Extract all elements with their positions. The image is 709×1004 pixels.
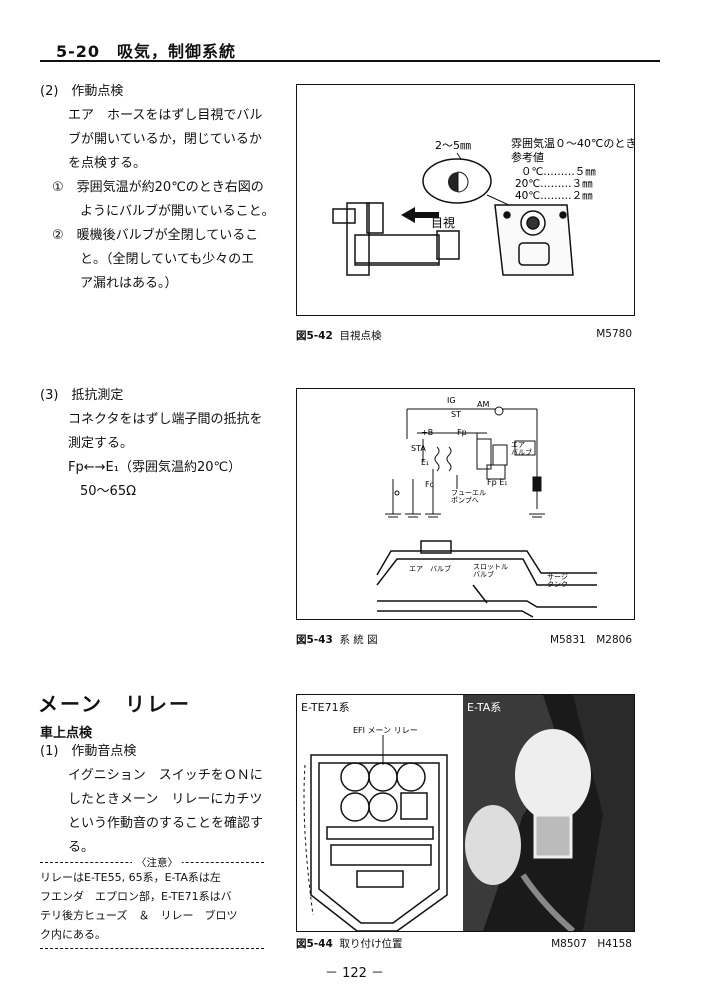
intake-drawing bbox=[376, 540, 597, 618]
section-2-line: を点検する。 bbox=[68, 156, 147, 171]
view-arrow-icon bbox=[401, 207, 439, 223]
figure-5-42-code: M5780 bbox=[596, 328, 632, 340]
section-2-line: エア ホースをはずし目視でバル bbox=[68, 108, 263, 123]
label-surge-tank: サージタンク bbox=[547, 573, 568, 589]
drawing-label-e-te71: E-TE71系 bbox=[301, 701, 350, 714]
system-diagram: IG AM ST +B Fp STA E₁ Fc エアバルブ Fp E₁ フュー… bbox=[376, 396, 597, 618]
relay-section-title: メーン リレー bbox=[38, 692, 191, 716]
figure-5-42-caption: 図5-42 目視点検 bbox=[296, 328, 381, 343]
note-line: ク内にある。 bbox=[40, 928, 106, 941]
note-line: リレーはE-TE55, 65系，E-TA系は左 bbox=[40, 871, 221, 884]
efi-relay-label: EFI メーン リレー bbox=[353, 726, 418, 735]
label-am: AM bbox=[477, 400, 489, 409]
caption-number: 図5-43 bbox=[296, 634, 333, 646]
relay-line: イグニション スイッチをＯＮに bbox=[68, 768, 263, 783]
section-2-line: ブが開いているか，閉じているか bbox=[68, 132, 262, 147]
caption-text: 取り付け位置 bbox=[339, 938, 403, 950]
air-valve-drawing bbox=[332, 202, 460, 276]
note-title: 〈注意〉 bbox=[132, 855, 182, 870]
figure-5-42: 目視 2～5㎜ 雰囲気温０～40℃のとき 参考値 ０℃………５㎜ 20℃………３… bbox=[296, 84, 636, 316]
relay-line: したときメーン リレーにカチツ bbox=[68, 792, 263, 807]
section-2-item-2: ② 暖機後バルブが全閉しているこ bbox=[52, 228, 259, 243]
figure-5-44-caption: 図5-44 取り付け位置 bbox=[296, 936, 402, 951]
ref-row: 20℃………３㎜ bbox=[515, 178, 593, 190]
figure-5-43: IG AM ST +B Fp STA E₁ Fc エアバルブ Fp E₁ フュー… bbox=[296, 388, 635, 620]
relay-line: という作動音のすることを確認す bbox=[68, 816, 264, 831]
label-e1: E₁ bbox=[421, 458, 429, 467]
page-header-title: 5-20 吸気，制御系統 bbox=[56, 42, 237, 61]
label-fp: Fp bbox=[457, 428, 467, 437]
section-2-item-2-cont: ア漏れはある。） bbox=[80, 276, 178, 291]
photo-label-e-ta: E-TA系 bbox=[467, 701, 502, 714]
label-fp-e1: Fp E₁ bbox=[487, 478, 507, 487]
gap-label: 2～5㎜ bbox=[435, 139, 471, 152]
ref-row: ０℃………５㎜ bbox=[521, 166, 596, 178]
caption-number: 図5-42 bbox=[296, 330, 333, 342]
page-number: － 122 － bbox=[324, 966, 385, 981]
label-air-valve-2: エア バルブ bbox=[409, 564, 451, 573]
caption-number: 図5-44 bbox=[296, 938, 333, 950]
ref-sub: 参考値 bbox=[511, 150, 544, 164]
section-3-formula: Fp←→E₁（雰囲気温約20℃） bbox=[68, 460, 242, 475]
note-rule-bottom bbox=[40, 948, 264, 949]
section-3-value: 50～65Ω bbox=[80, 484, 137, 499]
section-3-line: 測定する。 bbox=[68, 436, 134, 451]
section-2-heading: (2) 作動点検 bbox=[40, 84, 124, 99]
figure-5-43-caption: 図5-43 系 統 図 bbox=[296, 632, 378, 647]
label-ig: IG bbox=[447, 396, 456, 405]
label-fc: Fc bbox=[425, 480, 434, 489]
relay-section-sub: 車上点検 bbox=[40, 726, 93, 741]
label-throttle: スロットルバルブ bbox=[473, 563, 508, 579]
figure-5-44-code: M8507 H4158 bbox=[551, 938, 632, 950]
view-label: 目視 bbox=[431, 215, 455, 230]
section-3-line: コネクタをはずし端子間の抵抗を bbox=[68, 412, 263, 427]
note-line: テリ後方ヒューズ ＆ リレー ブロツ bbox=[40, 909, 238, 922]
caption-text: 目視点検 bbox=[339, 330, 382, 342]
section-2-item-2-cont: と。（全閉していても少々のエ bbox=[80, 252, 255, 267]
ref-title: 雰囲気温０～40℃のとき bbox=[511, 136, 634, 150]
air-valve-illustration: 目視 2～5㎜ 雰囲気温０～40℃のとき 参考値 ０℃………５㎜ 20℃………３… bbox=[332, 136, 636, 276]
label-st: ST bbox=[451, 410, 461, 419]
figure-5-43-code: M5831 M2806 bbox=[549, 634, 632, 646]
section-3-heading: (3) 抵抗測定 bbox=[40, 388, 124, 403]
relay-heading: (1) 作動音点検 bbox=[40, 744, 137, 759]
section-2-item-1-cont: ようにバルブが開いていること。 bbox=[80, 204, 275, 219]
relay-line: る。 bbox=[68, 840, 95, 855]
label-air-valve: エアバルブ bbox=[511, 441, 532, 457]
figure-5-44: E-TA系 E-TE71系 EFI メーン リレー bbox=[296, 694, 635, 934]
ref-row: 40℃………２㎜ bbox=[515, 190, 593, 202]
circuit-wiring bbox=[385, 406, 545, 518]
manifold-drawing bbox=[494, 204, 574, 276]
caption-text: 系 統 図 bbox=[339, 634, 378, 646]
label-fuel-pump: フューエルポンプへ bbox=[451, 489, 486, 505]
relay-box-drawing: EFI メーン リレー bbox=[303, 726, 448, 931]
header-rule bbox=[40, 60, 660, 62]
relay-photo: E-TA系 bbox=[463, 695, 634, 934]
label-sta: STA bbox=[411, 444, 426, 453]
section-2-item-1: ① 雰囲気温が約20℃のとき右図の bbox=[52, 180, 264, 195]
note-line: フエンダ エプロン部，E-TE71系はバ bbox=[40, 890, 232, 903]
label-pb: +B bbox=[421, 428, 433, 437]
